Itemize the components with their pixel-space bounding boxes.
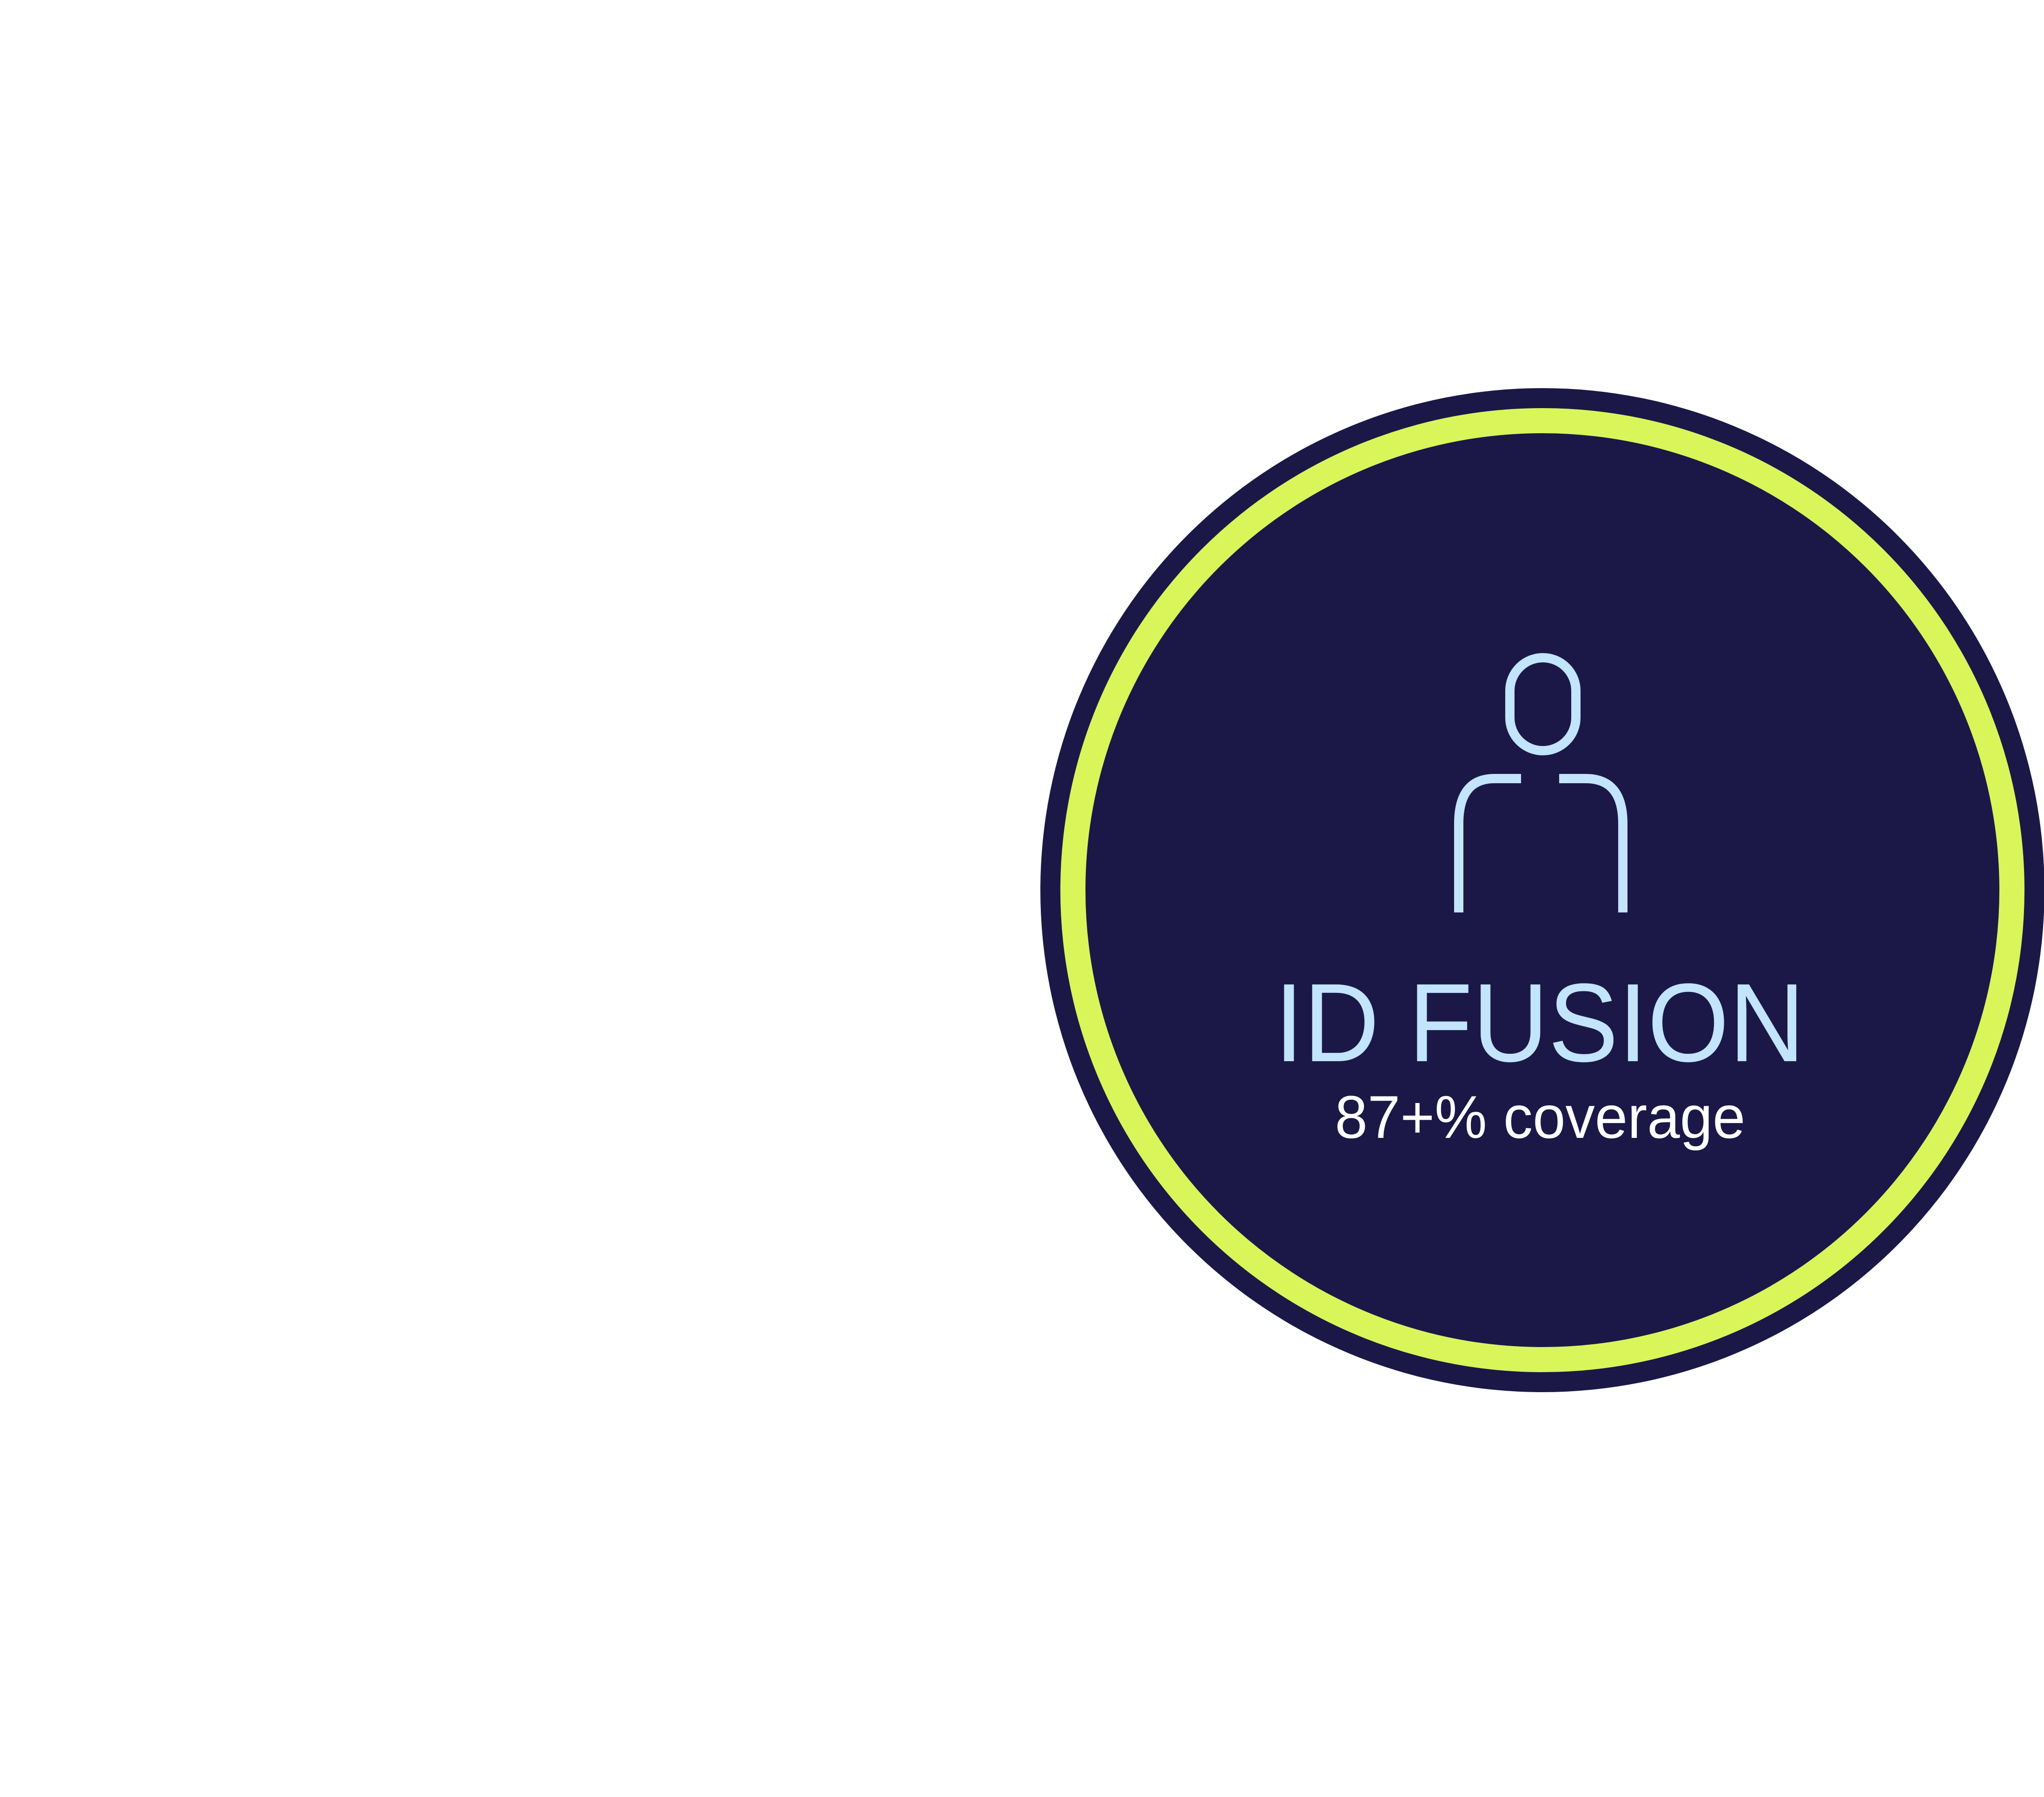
badge-title: ID FUSION: [1275, 960, 1805, 1085]
badge-ring: [1060, 408, 2024, 1372]
badge-outer-circle: [1040, 388, 2044, 1392]
person-icon: [1454, 653, 1627, 912]
badge-subtitle: 87+% coverage: [1335, 1083, 1746, 1151]
